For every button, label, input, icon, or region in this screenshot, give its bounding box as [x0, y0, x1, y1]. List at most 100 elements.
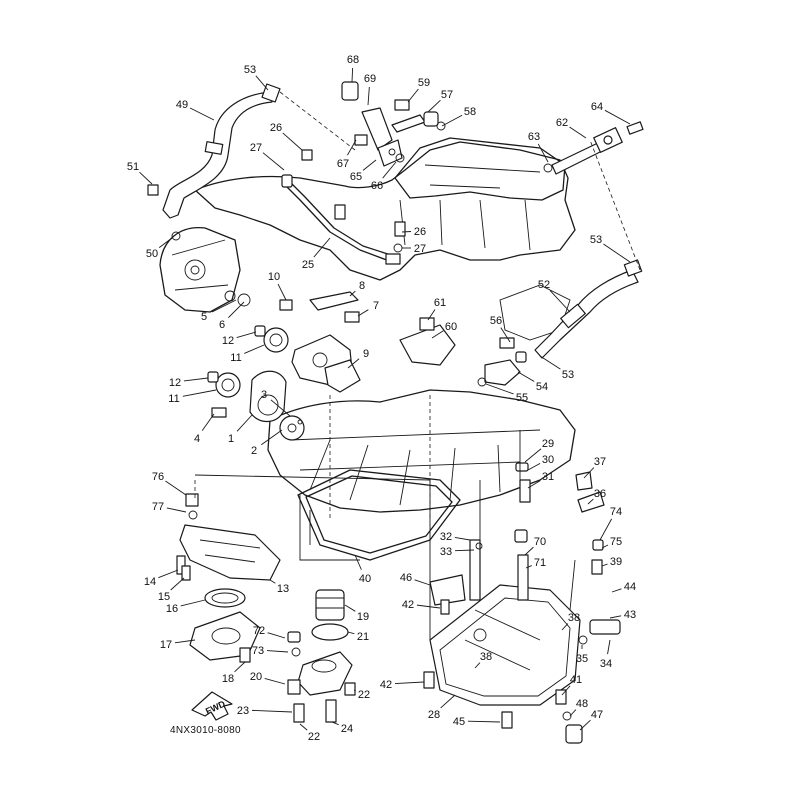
callout-leader [524, 448, 542, 463]
callout-leader [299, 723, 308, 731]
callout-leader [609, 615, 622, 619]
callout-49: 49 [176, 99, 215, 121]
callout-number: 52 [538, 279, 550, 291]
callout-23: 23 [237, 705, 293, 717]
catalog-code: 4NX3010-8080 [170, 725, 241, 736]
callout-19: 19 [344, 604, 369, 623]
callout-20: 20 [250, 671, 286, 685]
callout-45: 45 [453, 716, 501, 728]
callout-number: 42 [402, 599, 414, 611]
callout-16: 16 [166, 599, 206, 615]
callout-1: 1 [228, 414, 253, 445]
callout-35: 35 [576, 645, 588, 665]
callout-leader [262, 152, 285, 171]
callout-11b: 11 [168, 389, 217, 405]
callout-leader [500, 327, 511, 343]
callout-number: 18 [222, 673, 234, 685]
callout-number: 64 [591, 101, 603, 113]
callout-14: 14 [144, 569, 179, 588]
callout-44: 44 [611, 581, 636, 593]
callout-number: 60 [445, 321, 457, 333]
oil-pump-assembly [207, 290, 361, 441]
callout-number: 40 [359, 573, 371, 585]
callout-number: 53 [244, 64, 256, 76]
callout-number: 57 [441, 89, 453, 101]
callout-leader [440, 694, 456, 709]
callout-leader [427, 309, 436, 321]
callout-10: 10 [268, 271, 287, 301]
callout-leader [347, 358, 360, 369]
callout-leader [251, 709, 293, 713]
callout-66: 66 [371, 161, 397, 192]
callout-61: 61 [427, 297, 446, 321]
callout-number: 27 [250, 142, 262, 154]
callout-number: 22 [308, 731, 320, 743]
callout-leader [367, 86, 370, 106]
oil-pipe-13 [179, 493, 281, 581]
callout-number: 10 [268, 271, 280, 283]
callout-number: 11 [230, 352, 241, 364]
oil-filter-19 [287, 589, 356, 723]
callout-leader [539, 355, 561, 370]
callout-leader [524, 546, 534, 556]
callout-56: 56 [490, 315, 511, 343]
callout-leader [414, 579, 431, 586]
callout-55: 55 [485, 383, 528, 404]
callout-68: 68 [347, 54, 359, 83]
oil-pipe-25 [284, 181, 401, 265]
callout-leader [549, 290, 571, 313]
callout-leader [354, 554, 362, 570]
cover-17 [176, 555, 261, 663]
callout-47: 47 [579, 709, 603, 731]
callout-58: 58 [441, 106, 476, 127]
callout-leader [561, 623, 569, 631]
callout-leader [527, 462, 541, 471]
callout-leader [561, 685, 571, 696]
callout-leader [382, 161, 397, 179]
callout-leader [467, 720, 501, 723]
callout-leader [569, 709, 577, 717]
callout-number: 71 [534, 557, 546, 569]
callout-48: 48 [569, 698, 588, 717]
callout-39: 39 [601, 556, 622, 568]
callout-number: 43 [624, 609, 636, 621]
callout-27b: 27 [402, 243, 426, 255]
callout-53c: 53 [539, 355, 574, 381]
fittings-upper [147, 81, 553, 253]
callout-77: 77 [152, 501, 187, 513]
callout-leader [527, 480, 541, 489]
callout-7: 7 [357, 300, 379, 317]
callout-number: 77 [152, 501, 164, 513]
callout-leader [569, 126, 587, 139]
callout-leader [485, 383, 514, 395]
callout-number: 51 [127, 161, 139, 173]
callout-number: 3 [261, 389, 267, 401]
callout-leader [344, 604, 356, 612]
assembly-lines [194, 91, 641, 640]
callout-number: 9 [363, 348, 369, 360]
callout-leader [357, 309, 369, 317]
callout-leader [517, 371, 535, 382]
callout-leader [454, 549, 475, 552]
callout-33: 33 [440, 546, 475, 558]
callout-leader [537, 143, 549, 163]
callout-number: 29 [542, 438, 554, 450]
callout-number: 38 [568, 612, 580, 624]
callout-number: 5 [201, 311, 207, 323]
callout-number: 62 [556, 117, 568, 129]
callout-74: 74 [599, 506, 622, 541]
callout-leader [158, 569, 179, 579]
callout-34: 34 [600, 639, 612, 670]
callout-number: 44 [624, 581, 636, 593]
callout-number: 35 [576, 653, 588, 665]
crankcase-body [159, 137, 576, 520]
callout-40: 40 [354, 554, 371, 585]
callout-65: 65 [350, 159, 377, 183]
callout-leader [182, 389, 217, 397]
callout-leader [331, 721, 339, 726]
callout-number: 33 [440, 546, 452, 558]
callout-number: 36 [594, 488, 606, 500]
callout-leader [277, 283, 287, 301]
callout-9: 9 [347, 348, 369, 369]
callout-leader [587, 498, 594, 505]
